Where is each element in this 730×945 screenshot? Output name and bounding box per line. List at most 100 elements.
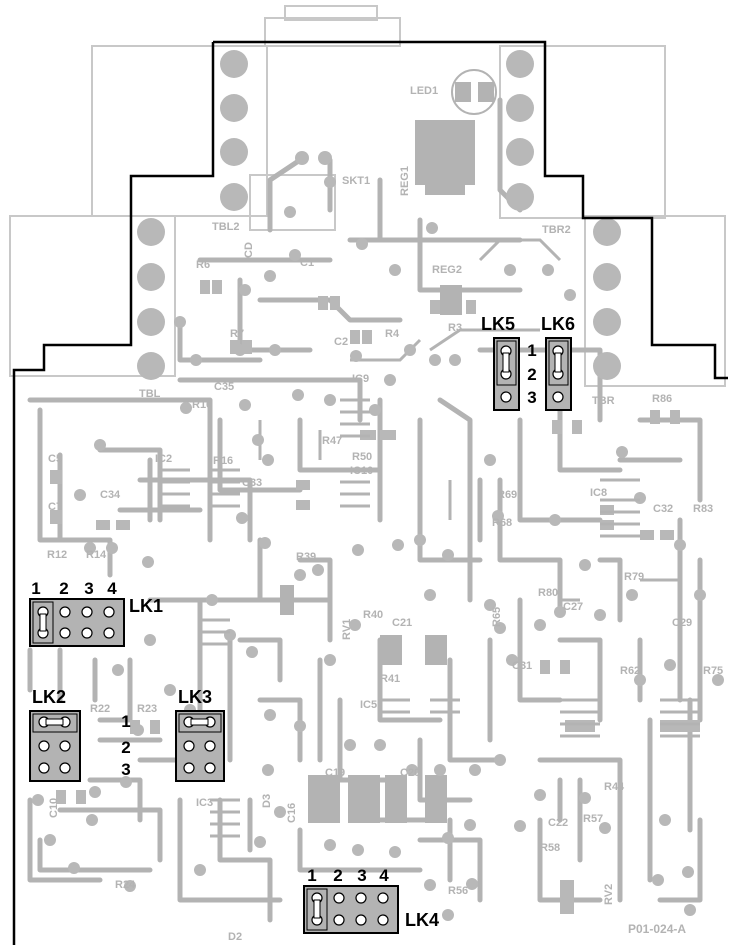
lk1-label: LK1: [129, 596, 163, 616]
label-c29: C29: [672, 617, 692, 629]
label-r86: R86: [652, 393, 672, 405]
label-ic8: IC8: [590, 487, 607, 499]
terminal-pads: [137, 50, 621, 380]
lk56-pin-3: 3: [527, 388, 536, 407]
lk2-header: [29, 710, 81, 782]
label-r50: R50: [352, 451, 372, 463]
lk6-label: LK6: [541, 314, 575, 334]
label-r24: R24: [115, 879, 136, 891]
label-r65: R65: [491, 607, 503, 627]
lk4-label: LK4: [405, 910, 439, 930]
regulator-bodies: [280, 120, 475, 823]
vias: [32, 151, 724, 921]
label-d2: D2: [228, 931, 242, 943]
lk1-pin-3: 3: [84, 579, 93, 598]
label-r80: R80: [538, 587, 558, 599]
label-r3: R3: [448, 322, 462, 334]
lk6-header: [545, 337, 572, 411]
label-c6: C5: [48, 453, 62, 465]
label-r56: R56: [448, 885, 468, 897]
label-r62: R62: [620, 665, 640, 677]
label-skt1: SKT1: [342, 175, 370, 187]
lk3-header: [175, 710, 225, 782]
label-ic5: IC5: [360, 699, 377, 711]
label-c34: C34: [100, 489, 121, 501]
label-c32: C32: [653, 503, 673, 515]
label-r68: R68: [492, 517, 512, 529]
label-r41: R41: [380, 673, 400, 685]
lk1-pin-2: 2: [59, 579, 68, 598]
lk5-header: [493, 337, 520, 411]
label-rv2: RV2: [603, 884, 615, 905]
label-r10: R10: [192, 399, 212, 411]
label-r6: R6: [196, 259, 210, 271]
label-part-number: P01-024-A: [628, 922, 686, 936]
label-r14: R14: [86, 549, 107, 561]
label-r40: R40: [363, 609, 383, 621]
label-c1: C1: [300, 257, 314, 269]
label-r23: R23: [137, 703, 157, 715]
label-ic3: IC3: [196, 797, 213, 809]
label-tbr2: TBR2: [542, 224, 571, 236]
lk4-pin-3: 3: [357, 866, 366, 885]
lk23-pin-1: 1: [121, 712, 130, 731]
led-symbol: [451, 69, 497, 115]
board-outline: [12, 40, 728, 945]
label-c20: C20: [400, 767, 420, 779]
label-r57: R57: [583, 813, 603, 825]
label-c19: C19: [325, 767, 345, 779]
lk4-pin-4: 4: [379, 866, 389, 885]
label-ic9: IC9: [352, 373, 369, 385]
label-c33: C33: [242, 477, 262, 489]
label-c22: C22: [548, 817, 568, 829]
label-rv1: RV1: [341, 619, 353, 640]
label-c15: C16: [286, 803, 298, 823]
label-c27: C27: [563, 601, 583, 613]
lk4-pin-1: 1: [307, 866, 316, 885]
lk1-pin-4: 4: [107, 579, 117, 598]
label-d3: D3: [261, 794, 273, 808]
label-tbl2: TBL2: [212, 221, 240, 233]
label-r69: R69: [497, 489, 517, 501]
label-r44: R44: [604, 781, 625, 793]
label-r79: R79: [624, 571, 644, 583]
label-reg1: REG1: [399, 166, 411, 196]
label-reg2: REG2: [432, 264, 462, 276]
label-c2: C2: [334, 336, 348, 348]
lk56-pin-1: 1: [527, 341, 536, 360]
label-r39: R39: [296, 551, 316, 563]
label-c31: C31: [512, 660, 532, 672]
label-r12: R12: [47, 549, 67, 561]
lk56-pin-2: 2: [527, 365, 536, 384]
lk1-pin-1: 1: [31, 579, 40, 598]
lk3-label: LK3: [178, 687, 212, 707]
label-ic10: IC10: [350, 465, 373, 477]
lk23-pin-3: 3: [121, 760, 130, 779]
label-tbl: TBL: [139, 388, 161, 400]
silkscreen-labels: LED1 SKT1 REG1 REG2 TBL2 TBR2 TBL TBR RV…: [47, 85, 723, 943]
label-r16: R16: [213, 455, 233, 467]
label-ic2: IC2: [155, 453, 172, 465]
lk5-label: LK5: [481, 314, 515, 334]
label-tbr: TBR: [592, 395, 615, 407]
label-c10: C10: [48, 798, 60, 818]
copper-traces-thin: [258, 238, 680, 602]
label-led1: LED1: [410, 85, 438, 97]
lk4-pin-2: 2: [333, 866, 342, 885]
lk23-pin-2: 2: [121, 738, 130, 757]
label-r7: R7: [230, 328, 244, 340]
label-r22: R22: [90, 703, 110, 715]
label-c7: C7: [48, 501, 62, 513]
label-r47: R47: [322, 435, 342, 447]
lk4-header: [303, 885, 399, 934]
ic-pad-rows: [160, 398, 700, 838]
label-c21: C21: [392, 617, 412, 629]
label-r4: R4: [385, 328, 400, 340]
label-r75: R75: [703, 665, 723, 677]
label-c35: C35: [214, 381, 234, 393]
lk1-header: [29, 598, 125, 647]
label-r58: R58: [540, 842, 560, 854]
lk2-label: LK2: [32, 687, 66, 707]
label-cd: CD: [243, 242, 255, 258]
